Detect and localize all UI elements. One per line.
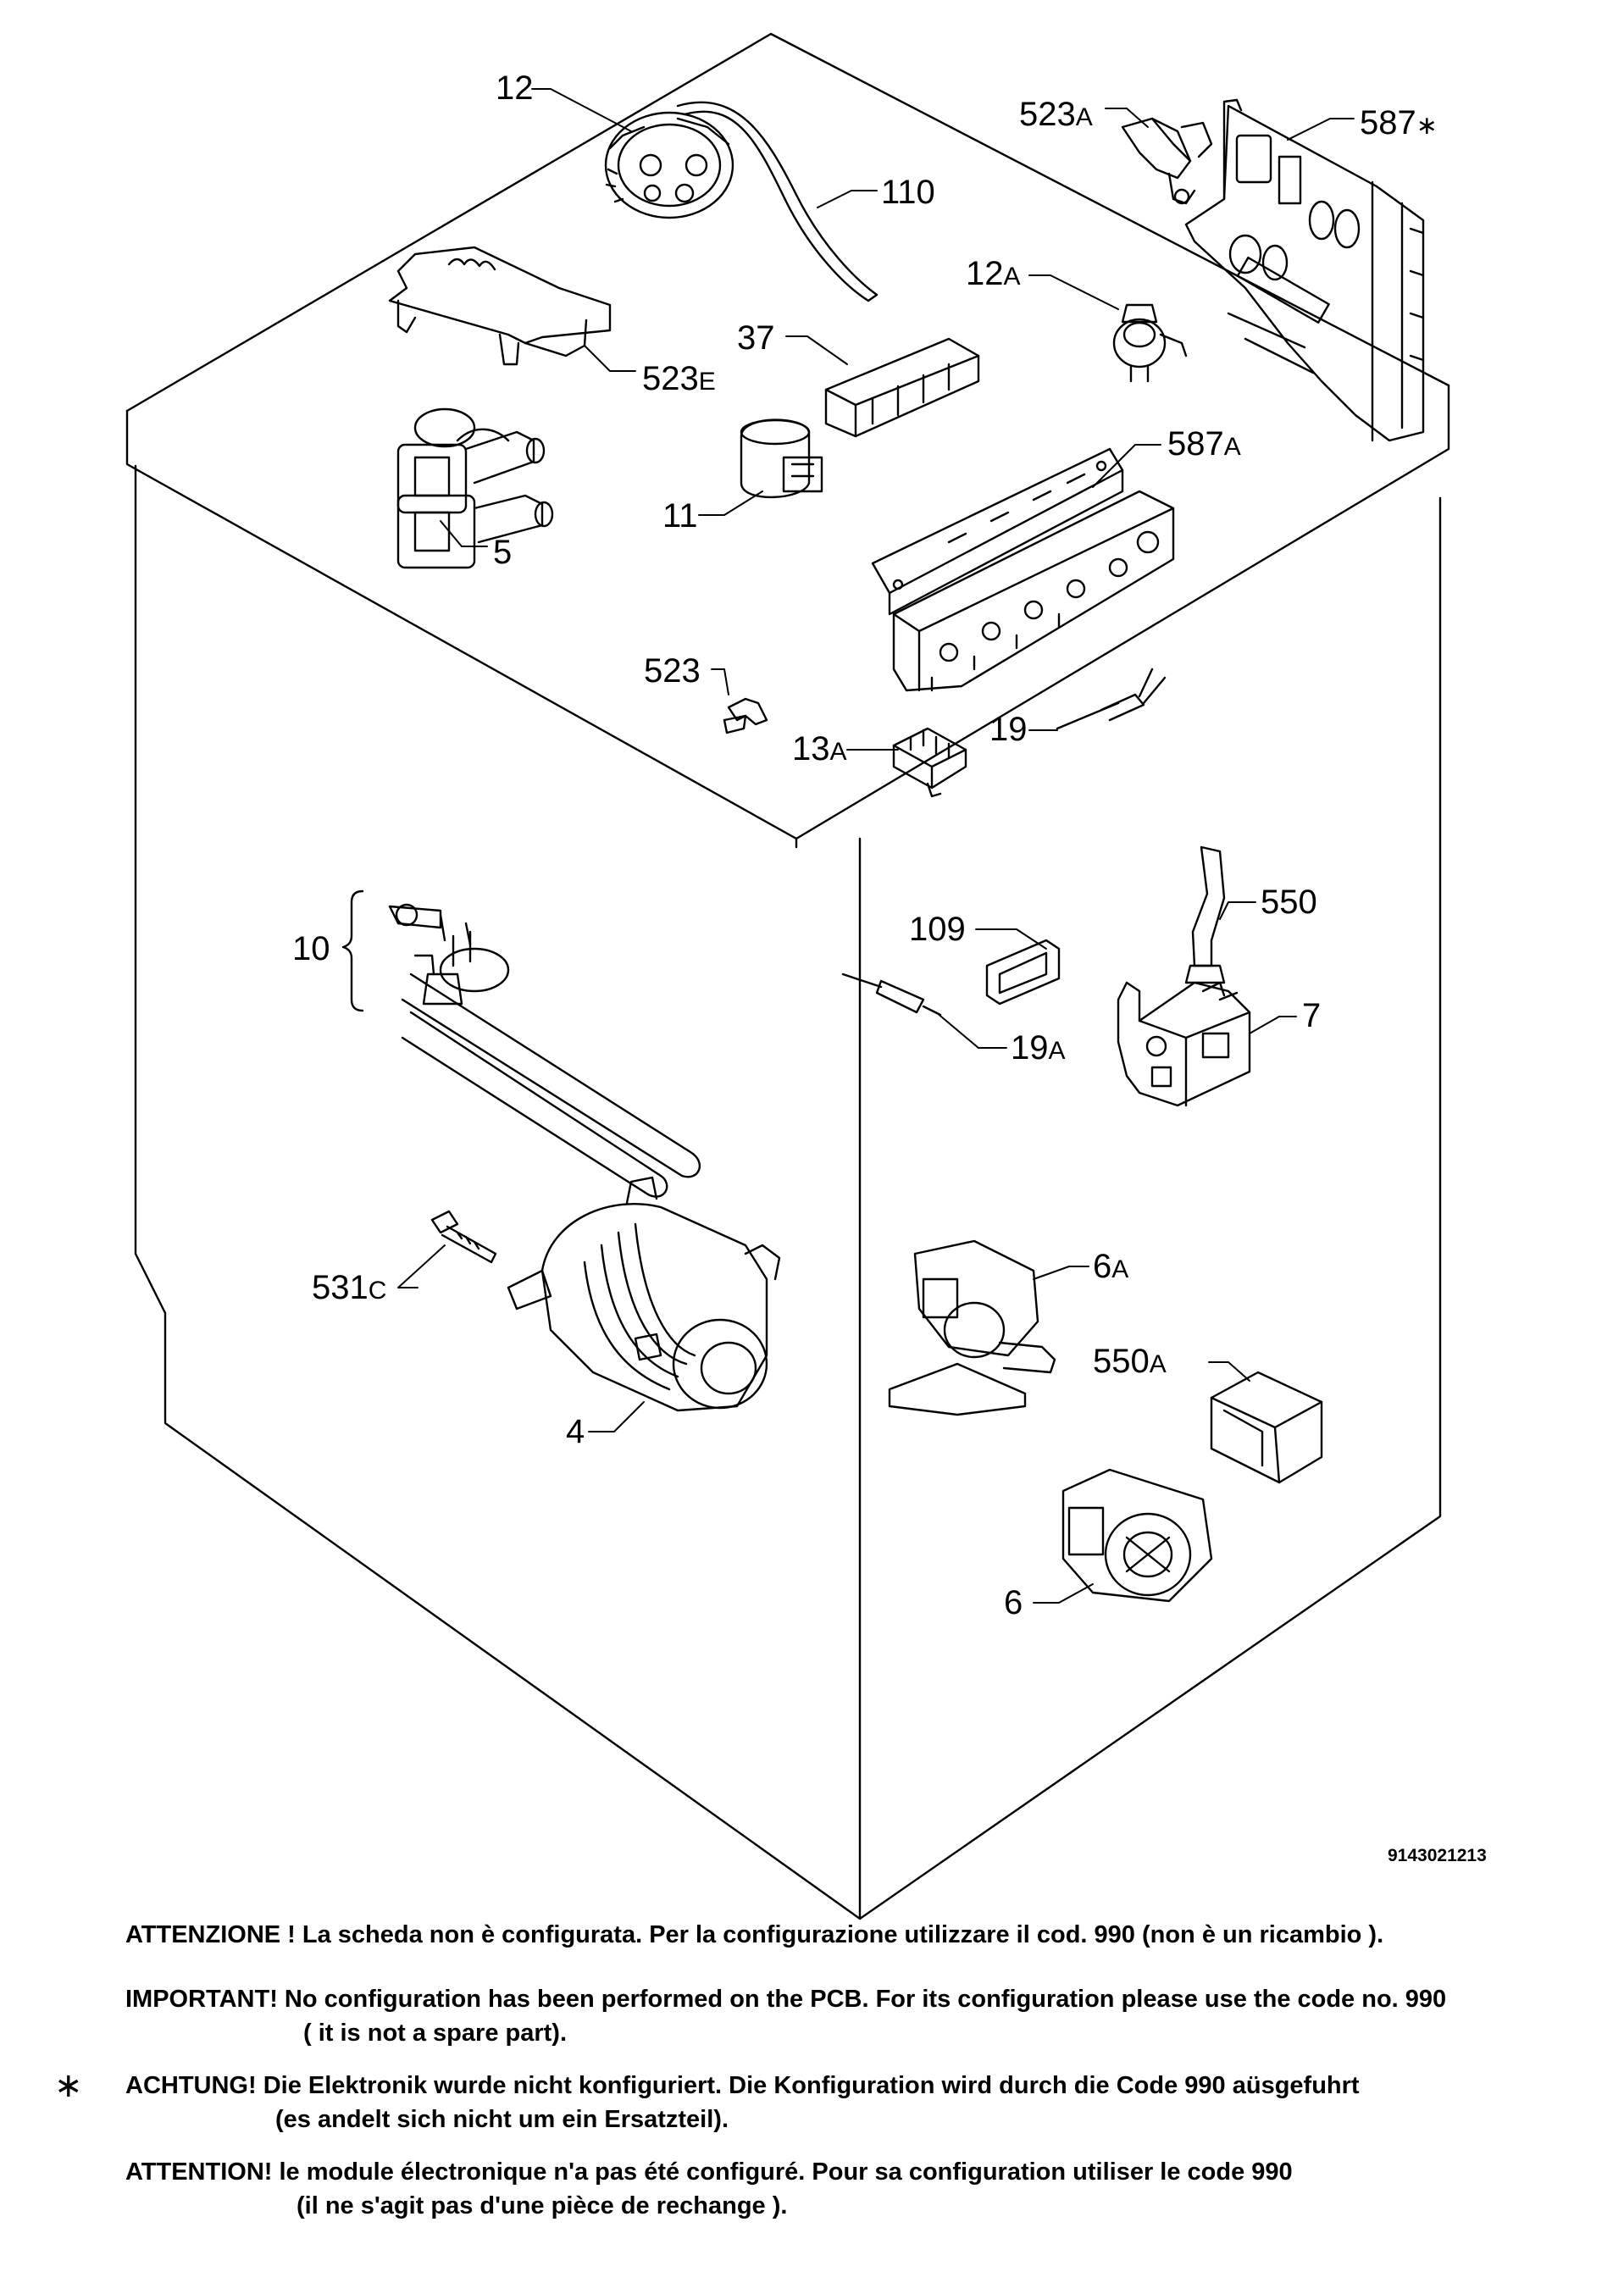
cover-550a (1210, 1371, 1323, 1484)
label-587a: 587A (1167, 425, 1241, 463)
note-en-line1: IMPORTANT! No configuration has been per… (125, 1986, 1447, 2013)
pressure-switch-12a (1112, 303, 1188, 383)
bolt-531c (430, 1210, 497, 1264)
sensor-19a (841, 972, 942, 1017)
connector-13a (892, 727, 967, 798)
label-4: 4 (566, 1413, 585, 1450)
clamp-523a (1121, 117, 1213, 205)
label-6: 6 (1004, 1584, 1023, 1621)
label-5: 5 (493, 534, 512, 571)
note-it-line1: ATTENZIONE ! La scheda non è configurata… (125, 1921, 1384, 1948)
note-fr-line2: (il ne s'agit pas d'une pièce de rechang… (297, 2192, 788, 2219)
label-550a: 550A (1093, 1343, 1167, 1380)
label-523e: 523E (642, 360, 716, 397)
label-110: 110 (881, 174, 935, 211)
cabinet-outline (125, 32, 1450, 1920)
label-587-star: 587∗ (1360, 104, 1438, 141)
label-19: 19 (989, 711, 1028, 748)
note-fr-line1: ATTENTION! le module électronique n'a pa… (125, 2158, 1293, 2186)
clip-523 (723, 697, 768, 734)
label-19a: 19A (1011, 1029, 1066, 1067)
label-10: 10 (292, 930, 330, 967)
label-109: 109 (909, 911, 966, 948)
label-11: 11 (662, 497, 698, 535)
inlet-valve-5 (396, 407, 554, 569)
pump-6a (888, 1239, 1056, 1416)
label-37: 37 (737, 319, 775, 357)
label-531c: 531C (312, 1269, 386, 1306)
asterisk-marker: ∗ (54, 2067, 83, 2104)
pressure-switch-12 (604, 111, 734, 219)
note-de-line1: ACHTUNG! Die Elektronik wurde nicht konf… (125, 2072, 1360, 2099)
filter-109 (985, 939, 1061, 1006)
label-7: 7 (1302, 997, 1321, 1034)
heating-element-10 (388, 903, 701, 1198)
pump-6 (1061, 1468, 1213, 1603)
lever-550 (1184, 845, 1226, 984)
label-12: 12 (496, 69, 534, 107)
diagram-reference-code: 9143021213 (1388, 1846, 1487, 1865)
label-523: 523 (644, 652, 701, 690)
capacitor-11 (740, 418, 823, 499)
door-lock-7 (1117, 981, 1251, 1107)
label-12a: 12A (966, 255, 1021, 292)
label-13a: 13A (792, 730, 847, 767)
connector-block-37 (824, 337, 980, 438)
label-6a: 6A (1093, 1248, 1128, 1285)
brace-10 (341, 889, 364, 1012)
label-523a: 523A (1019, 96, 1093, 133)
hose-110 (676, 101, 879, 302)
label-550: 550 (1261, 884, 1317, 921)
note-de-line2: (es andelt sich nicht um ein Ersatzteil)… (275, 2106, 729, 2133)
bracket-523e (388, 246, 612, 366)
leader-lines (397, 88, 1355, 1604)
motor-4 (507, 1176, 781, 1412)
note-en-line2: ( it is not a spare part). (303, 2020, 567, 2047)
sensor-19 (1056, 668, 1167, 730)
control-module-587 (1184, 98, 1425, 442)
display-pcb-587a (871, 447, 1175, 692)
